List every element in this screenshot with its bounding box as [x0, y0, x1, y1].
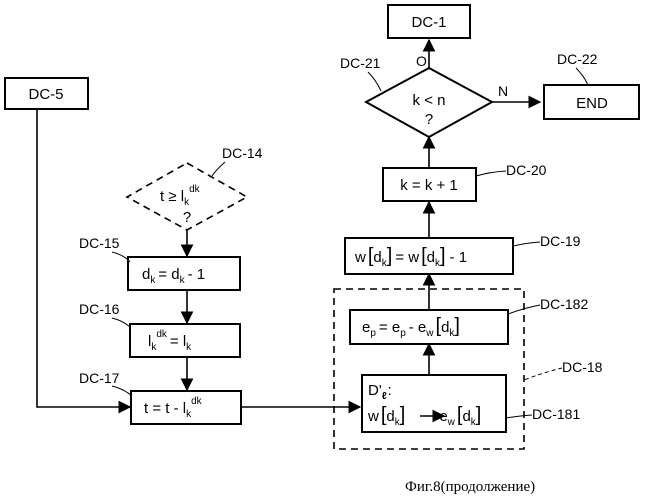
- node-dc22-text: END: [576, 95, 608, 112]
- label-dc21: DC-21: [340, 55, 381, 71]
- node-dc181: D'ℓ: w[dk]ew[dk]: [362, 375, 506, 432]
- node-dc20-text: k = k + 1: [400, 177, 458, 194]
- node-dc14-condition: t ≥ lkdk: [160, 184, 201, 208]
- node-dc5: DC-5: [5, 78, 88, 109]
- figure-caption: Фиг.8(продолжение): [405, 479, 535, 495]
- branch-label-no: N: [498, 83, 508, 99]
- node-dc19-text: w[dk]= w[dk]- 1: [354, 245, 467, 269]
- leader-dc20: [476, 171, 506, 176]
- node-dc21-condition: k < n: [413, 92, 446, 109]
- leader-dc181: [506, 415, 532, 418]
- leader-dc14: [212, 162, 225, 176]
- node-dc1: DC-1: [388, 5, 470, 38]
- leader-dc19: [513, 242, 540, 246]
- node-dc5-text: DC-5: [28, 86, 63, 103]
- node-dc20: k = k + 1: [383, 168, 476, 201]
- node-dc19: w[dk]= w[dk]- 1: [345, 238, 513, 274]
- label-dc22: DC-22: [557, 51, 598, 67]
- node-dc14: t ≥ lkdk ?: [127, 163, 247, 230]
- label-dc18: DC-18: [562, 359, 603, 375]
- connector-dc5-to-dc17: [37, 108, 130, 407]
- node-dc21-question: ?: [425, 111, 433, 128]
- label-dc19: DC-19: [540, 233, 581, 249]
- leader-dc17: [112, 386, 132, 396]
- label-dc181: DC-181: [532, 406, 580, 422]
- node-dc21: k < n ?: [366, 68, 492, 137]
- branch-label-yes: O: [416, 53, 427, 69]
- label-dc17: DC-17: [79, 370, 120, 386]
- leader-dc16: [112, 318, 131, 328]
- node-dc22: END: [544, 85, 639, 119]
- node-dc182: ep= ep- ew[dk]: [350, 310, 508, 344]
- label-dc16: DC-16: [79, 301, 120, 317]
- label-dc182: DC-182: [540, 296, 588, 312]
- node-dc1-text: DC-1: [411, 14, 446, 31]
- node-dc14-question: ?: [183, 209, 191, 226]
- leader-dc21: [368, 72, 381, 91]
- node-dc15: dk= dk- 1: [128, 257, 240, 290]
- label-dc14: DC-14: [222, 145, 263, 161]
- label-dc15: DC-15: [79, 235, 120, 251]
- leader-dc18: [524, 368, 562, 380]
- node-dc16: lkdk= lk: [130, 324, 240, 357]
- leader-dc22: [576, 68, 588, 85]
- label-dc20: DC-20: [506, 162, 547, 178]
- node-dc17: t = t - lkdk: [131, 391, 241, 424]
